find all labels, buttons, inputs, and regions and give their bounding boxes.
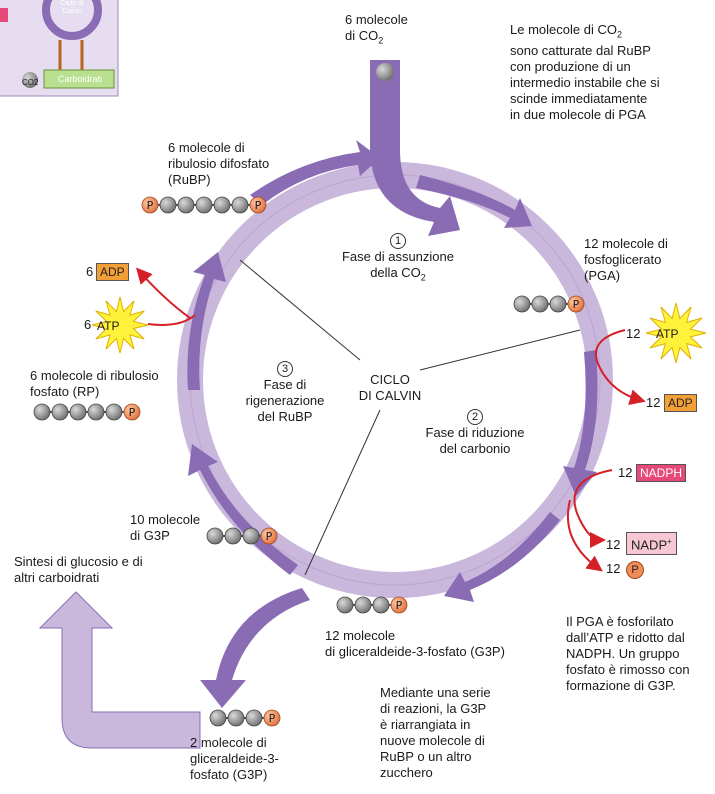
- adp-right-badge: ADP: [664, 394, 697, 412]
- atp-right-label: ATP: [656, 327, 679, 341]
- adp-left-count: 6: [86, 264, 94, 279]
- carbon-ball: [513, 295, 531, 313]
- g3p-12-chain: P: [336, 596, 408, 614]
- cycle-arrows: [187, 140, 598, 602]
- phosphate-label: P: [129, 406, 136, 419]
- carbon-ball: [231, 196, 249, 214]
- carbon-ball: [159, 196, 177, 214]
- carbon-ball: [372, 596, 390, 614]
- phosphate-label: P: [255, 199, 262, 212]
- phosphate-ball: [260, 527, 278, 545]
- carbon-ball: [354, 596, 372, 614]
- nadp-badge: NADP+: [626, 532, 677, 556]
- phosphate-ball: [141, 196, 159, 214]
- adp-left-badge: ADP: [96, 263, 129, 281]
- carbon-ball: [209, 709, 227, 727]
- phosphate-ball: [567, 295, 585, 313]
- reaction-arrows: [136, 267, 646, 572]
- carbon-ball: [206, 527, 224, 545]
- carbon-ball: [549, 295, 567, 313]
- carbon-ball: [213, 196, 231, 214]
- carbon-ball: [177, 196, 195, 214]
- inset-thumbnail: [0, 0, 119, 97]
- phosphate-ball: [390, 596, 408, 614]
- carbon-ball: [195, 196, 213, 214]
- rp-chain: P: [33, 403, 141, 421]
- phosphate-released: P: [626, 561, 644, 579]
- phase2-number: 2: [467, 409, 483, 425]
- phosphate-label: P: [573, 298, 580, 311]
- co2-molecule: [376, 63, 394, 81]
- pga-chain: P: [513, 295, 585, 313]
- inset-product: Carboidrati: [57, 74, 103, 84]
- phosphate-label: P: [269, 712, 276, 725]
- adp-right-count: 12: [646, 395, 661, 410]
- phosphate-ball: [249, 196, 267, 214]
- carbon-ball: [224, 527, 242, 545]
- glucose-arrow: [38, 591, 201, 749]
- atp-star-right: [645, 302, 707, 364]
- carbon-ball: [227, 709, 245, 727]
- phosphate-count: 12: [606, 561, 621, 576]
- carbon-ball: [242, 527, 260, 545]
- phase3-number: 3: [277, 361, 293, 377]
- co2-label: 6 molecole di CO2: [345, 12, 408, 46]
- carbon-ball: [51, 403, 69, 421]
- inset-co2: CO2: [22, 78, 39, 87]
- phosphate-label: P: [396, 599, 403, 612]
- nadph-count: 12: [618, 465, 633, 480]
- nadph-badge: NADPH: [636, 464, 687, 482]
- g3p-2-chain: P: [209, 709, 281, 727]
- sector-dividers: [239, 259, 581, 576]
- phase1-label: 1 Fase di assunzione della CO2: [341, 233, 454, 283]
- phosphate-label: P: [147, 199, 154, 212]
- nadp-count: 12: [606, 537, 621, 552]
- g3p-outflow-arrow: [200, 588, 310, 708]
- carbon-ball: [69, 403, 87, 421]
- atp-left-label: ATP: [97, 319, 120, 333]
- phase1-number: 1: [390, 233, 406, 249]
- carbon-ball: [245, 709, 263, 727]
- carbon-ball: [87, 403, 105, 421]
- atp-right-count: 12: [626, 326, 641, 341]
- carbon-ball: [105, 403, 123, 421]
- inset-title: Ciclo di Calvin: [60, 0, 84, 15]
- g3p-10-chain: P: [206, 527, 278, 545]
- atp-star-left: [91, 296, 149, 354]
- note-co2-capture: Le molecole di CO2 sono catturate dal Ru…: [510, 22, 660, 122]
- phosphate-ball: [123, 403, 141, 421]
- atp-left-count: 6: [84, 317, 92, 332]
- carbon-ball: [531, 295, 549, 313]
- carbon-ball: [33, 403, 51, 421]
- co2-inlet-arrow: [370, 60, 460, 236]
- phosphate-ball: [263, 709, 281, 727]
- phosphate-label: P: [266, 530, 273, 543]
- carbon-ball: [336, 596, 354, 614]
